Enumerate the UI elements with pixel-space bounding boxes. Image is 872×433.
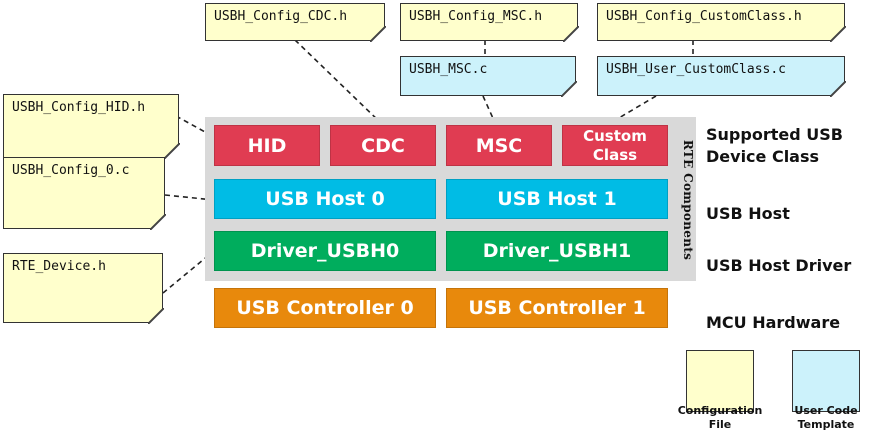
config-file-cdc-label: USBH_Config_CDC.h (214, 9, 348, 24)
config-file-customclass[interactable]: USBH_Config_CustomClass.h (597, 3, 846, 42)
legend-template-label: User Code Template (776, 404, 872, 432)
template-msc-label: USBH_MSC.c (409, 62, 488, 77)
class-custom[interactable]: Custom Class (562, 125, 668, 166)
config-file-cdc[interactable]: USBH_Config_CDC.h (205, 3, 386, 42)
class-cdc[interactable]: CDC (330, 125, 436, 166)
usb-host-0[interactable]: USB Host 0 (214, 179, 436, 219)
usb-controller-0[interactable]: USB Controller 0 (214, 288, 436, 328)
class-hid-label: HID (247, 134, 287, 157)
legend-template-label-line2: Template (797, 418, 855, 431)
config-file-rte-device[interactable]: RTE_Device.h (3, 253, 164, 324)
usb-controller-1-label: USB Controller 1 (468, 297, 646, 319)
layer-label-mcu: MCU Hardware (706, 313, 841, 332)
rte-components-label: RTE Components (681, 139, 695, 261)
usb-host-0-label: USB Host 0 (265, 188, 385, 210)
template-user-customclass-label: USBH_User_CustomClass.c (606, 62, 787, 77)
class-cdc-label: CDC (361, 134, 405, 157)
legend-template-swatch (792, 350, 860, 412)
legend-config-swatch (686, 350, 754, 412)
connector-cdc (294, 39, 384, 126)
config-file-config0-label: USBH_Config_0.c (12, 163, 130, 178)
config-file-msc-label: USBH_Config_MSC.h (409, 9, 543, 24)
config-file-rte-device-label: RTE_Device.h (12, 259, 106, 274)
legend-config-label-line2: File (708, 418, 732, 431)
template-user-customclass[interactable]: USBH_User_CustomClass.c (597, 56, 846, 97)
class-msc[interactable]: MSC (446, 125, 552, 166)
config-file-hid-label: USBH_Config_HID.h (12, 100, 146, 115)
driver-usbh0-label: Driver_USBH0 (250, 240, 400, 262)
usb-controller-1[interactable]: USB Controller 1 (446, 288, 668, 328)
legend-template-label-line1: User Code (794, 404, 858, 417)
usb-host-1[interactable]: USB Host 1 (446, 179, 668, 219)
driver-usbh1[interactable]: Driver_USBH1 (446, 231, 668, 271)
config-file-hid[interactable]: USBH_Config_HID.h (3, 94, 180, 159)
config-file-config0[interactable]: USBH_Config_0.c (3, 157, 166, 230)
driver-usbh0[interactable]: Driver_USBH0 (214, 231, 436, 271)
config-file-customclass-label: USBH_Config_CustomClass.h (606, 9, 802, 24)
template-msc[interactable]: USBH_MSC.c (400, 56, 577, 97)
layer-label-host: USB Host (706, 204, 790, 223)
legend-config-label: Configuration File (670, 404, 770, 432)
class-hid[interactable]: HID (214, 125, 320, 166)
config-file-msc[interactable]: USBH_Config_MSC.h (400, 3, 579, 42)
layer-label-device-class: Supported USB Device Class (706, 124, 843, 168)
layer-label-device-class-line1: Supported USB (706, 125, 843, 144)
usb-host-1-label: USB Host 1 (497, 188, 617, 210)
layer-label-device-class-line2: Device Class (706, 147, 820, 166)
layer-label-host-driver: USB Host Driver (706, 256, 852, 275)
class-custom-label-line1: Custom (583, 126, 647, 145)
legend-config-label-line1: Configuration (677, 404, 763, 417)
class-custom-label-line2: Class (592, 145, 638, 164)
usb-controller-0-label: USB Controller 0 (236, 297, 414, 319)
class-msc-label: MSC (475, 134, 523, 157)
driver-usbh1-label: Driver_USBH1 (482, 240, 632, 262)
